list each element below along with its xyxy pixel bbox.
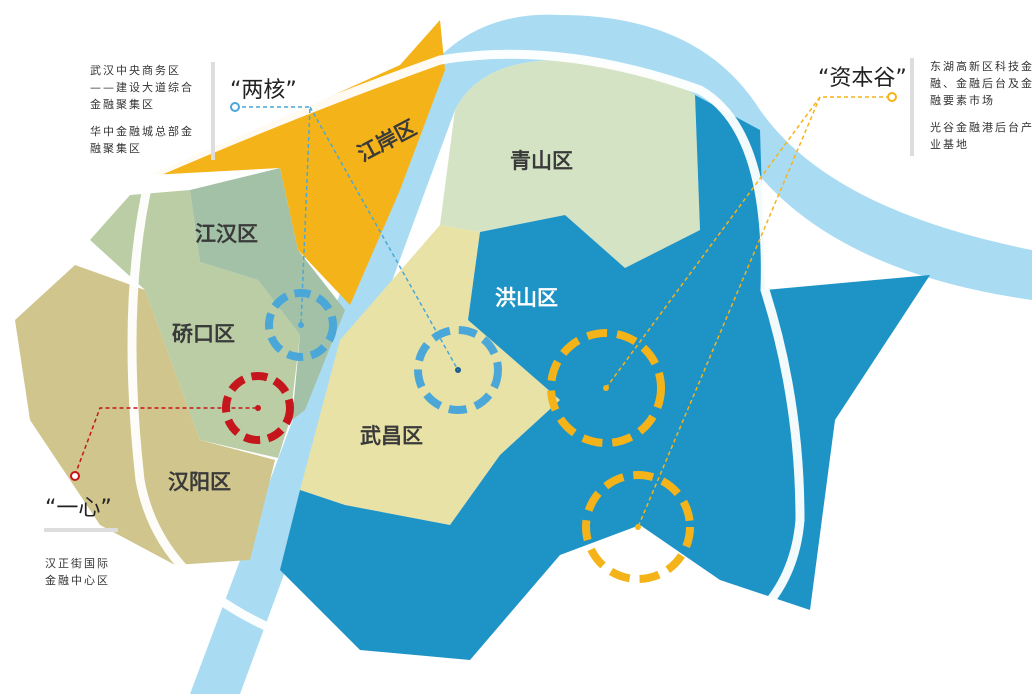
- district-label-hanyang: 汉阳区: [168, 469, 231, 494]
- note-text: 汉正街国际金融中心区: [45, 557, 110, 587]
- leader-two-cores-2: [309, 106, 459, 371]
- district-wuchang: [300, 225, 560, 525]
- district-hanyang: [15, 265, 275, 565]
- note-text: 东湖高新区科技金融、金融后台及金融要素市场: [930, 60, 1032, 107]
- note-divider: [44, 528, 118, 532]
- district-label-qingshan: 青山区: [510, 148, 573, 173]
- district-qiaokou: [90, 190, 300, 458]
- marker-optics-valley-finance-port: [582, 471, 694, 583]
- label-capital-valley: “资本谷”: [818, 66, 907, 91]
- district-jianghan: [190, 168, 345, 420]
- note-two-cores: 武汉中央商务区——建设大道综合金融聚集区 华中金融城总部金融聚集区: [90, 62, 205, 167]
- leader-capital-valley-2: [637, 96, 821, 528]
- note-text: 光谷金融港后台产业基地: [930, 121, 1032, 151]
- marker-jianshe-avenue: [265, 289, 337, 361]
- marker-central-china-finance-city: [414, 326, 502, 414]
- district-label-wuchang: 武昌区: [360, 423, 423, 448]
- note-text: 武汉中央商务区——建设大道综合金融聚集区: [90, 64, 194, 111]
- note-divider: [211, 62, 215, 160]
- leader-two-cores: [235, 106, 311, 326]
- label-one-heart: “一心”: [45, 496, 112, 521]
- note-divider: [910, 58, 914, 156]
- district-jiangan: [150, 20, 445, 305]
- note-one-heart: 汉正街国际金融中心区: [45, 555, 120, 599]
- leader-one-heart: [74, 407, 258, 476]
- marker-east-lake-hightech: [547, 329, 665, 447]
- note-capital-valley: 东湖高新区科技金融、金融后台及金融要素市场 光谷金融港后台产业基地: [930, 58, 1032, 163]
- district-label-hongshan: 洪山区: [495, 285, 558, 310]
- city-boundary: [127, 49, 805, 681]
- district-label-qiaokou: 硚口区: [172, 321, 235, 346]
- district-qingshan: [440, 60, 700, 268]
- note-text: 华中金融城总部金融聚集区: [90, 125, 194, 155]
- district-hongshan: [280, 95, 930, 660]
- label-two-cores: “两核”: [230, 78, 297, 103]
- district-label-jianghan: 江汉区: [195, 221, 258, 246]
